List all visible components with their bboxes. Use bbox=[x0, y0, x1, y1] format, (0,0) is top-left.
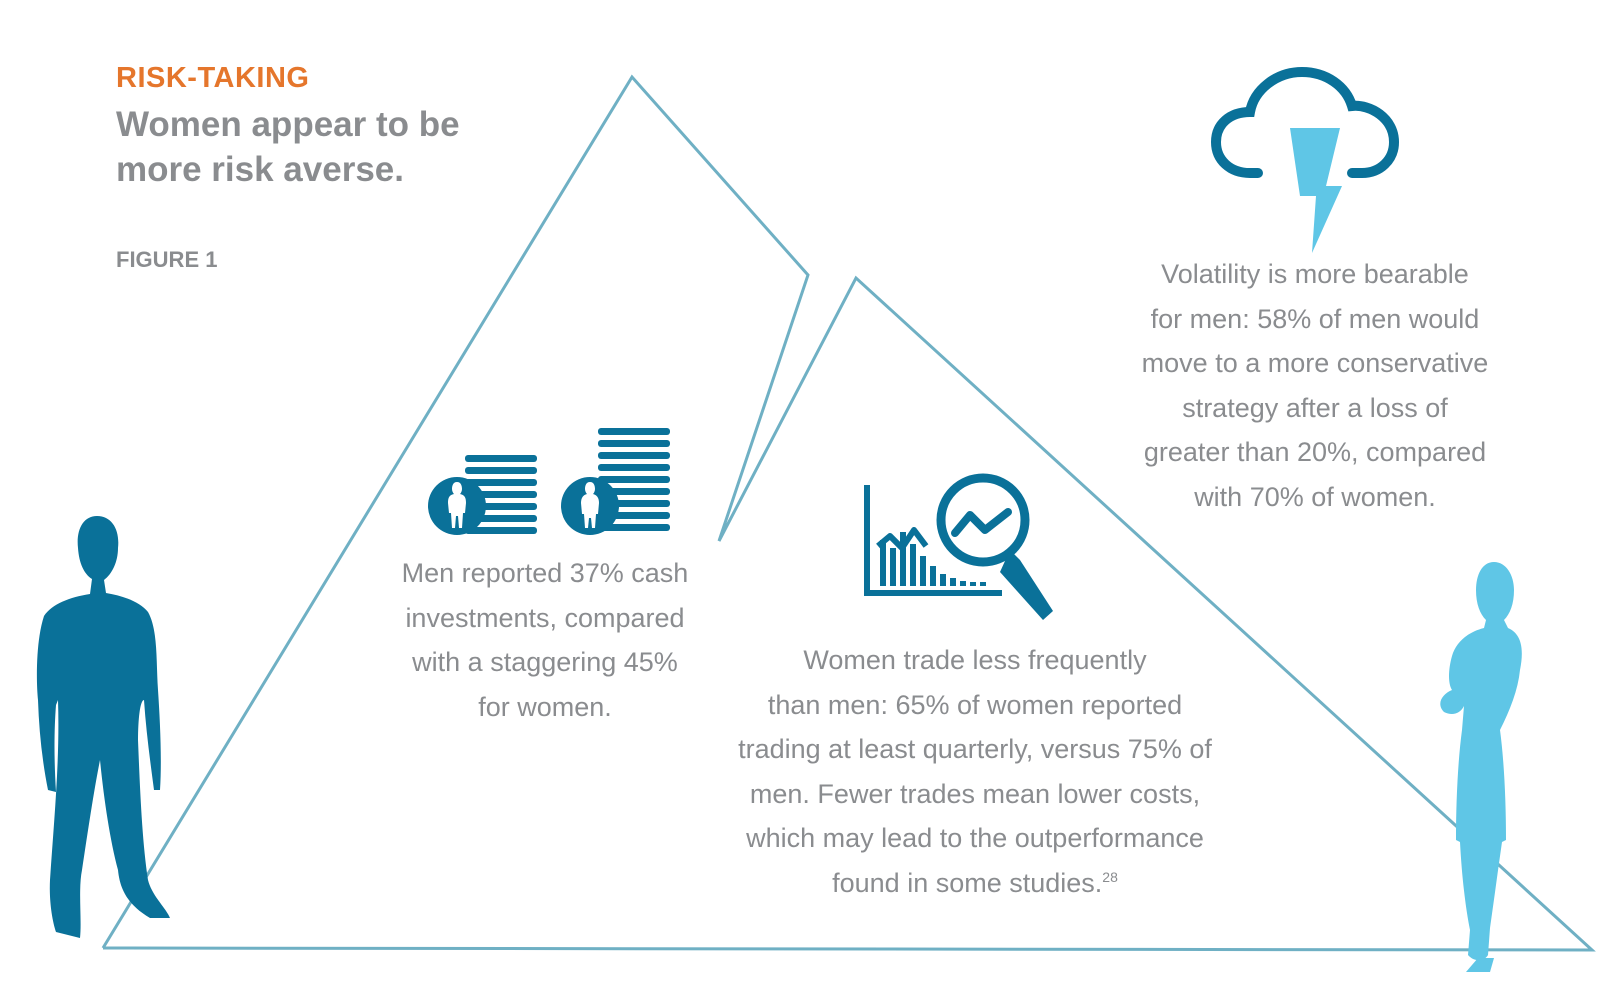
callout-line: strategy after a loss of bbox=[1182, 392, 1448, 423]
callout-line: men. Fewer trades mean lower costs, bbox=[749, 778, 1201, 809]
coin-stack-icon bbox=[428, 428, 670, 535]
figure-label: FIGURE 1 bbox=[116, 247, 218, 272]
callout-line: investments, compared bbox=[405, 602, 685, 633]
callout-line: greater than 20%, compared bbox=[1143, 437, 1487, 467]
headline: Women appear to be more risk averse. bbox=[116, 102, 536, 192]
headline-line: Women appear to be bbox=[116, 105, 460, 144]
callout-line: Women trade less frequently bbox=[803, 645, 1147, 675]
chart-magnifier-icon bbox=[864, 473, 1053, 620]
cash-callout: Men reported 37% cash investments, compa… bbox=[375, 551, 715, 729]
callout-line: with a staggering 45% bbox=[412, 647, 678, 677]
callout-line: which may lead to the outperformance bbox=[746, 823, 1204, 853]
trading-callout: Women trade less frequently than men: 65… bbox=[715, 638, 1235, 905]
section-kicker: RISK-TAKING bbox=[116, 62, 310, 94]
mountain-outline bbox=[101, 74, 1596, 952]
storm-cloud-icon bbox=[1210, 66, 1400, 253]
man-silhouette-icon bbox=[36, 516, 171, 938]
callout-line: for women. bbox=[478, 691, 612, 722]
callout-line: trading at least quarterly, versus 75% o… bbox=[738, 734, 1212, 764]
callout-line-text: found in some studies. bbox=[832, 867, 1103, 898]
callout-line: with 70% of women. bbox=[1194, 481, 1436, 512]
volatility-callout: Volatility is more bearable for men: 58%… bbox=[1115, 252, 1515, 519]
woman-silhouette-icon bbox=[1440, 562, 1522, 972]
headline-line: more risk averse. bbox=[116, 150, 404, 189]
footnote-marker: 28 bbox=[1102, 868, 1118, 885]
callout-line: Volatility is more bearable bbox=[1161, 259, 1469, 289]
callout-line: than men: 65% of women reported bbox=[767, 689, 1183, 720]
callout-line: Men reported 37% cash bbox=[401, 558, 689, 588]
callout-line: for men: 58% of men would bbox=[1150, 303, 1480, 334]
callout-line: found in some studies.28 bbox=[715, 861, 1235, 906]
callout-line: move to a more conservative bbox=[1141, 348, 1489, 378]
